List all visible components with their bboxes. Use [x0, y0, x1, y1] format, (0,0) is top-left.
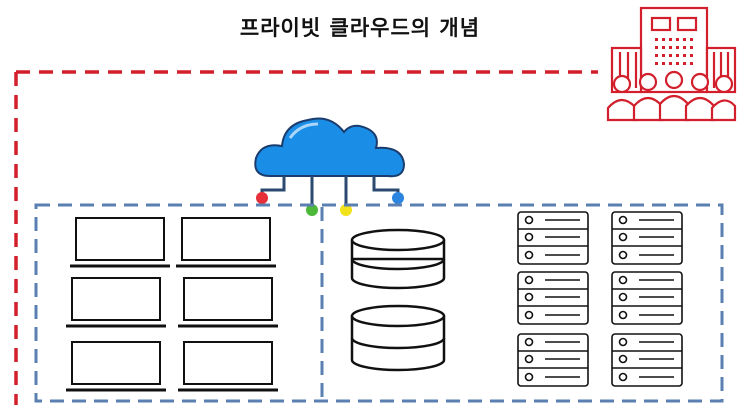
diagram-title: 프라이빗 클라우드의 개념 [239, 16, 481, 40]
database-icon [350, 304, 446, 372]
server-icon [517, 211, 589, 265]
server-icon [611, 271, 683, 325]
monitor-icon [178, 277, 278, 328]
server-icon [517, 271, 589, 325]
connector-node-blue [392, 192, 404, 204]
server-icon [517, 333, 589, 387]
server-icon [611, 211, 683, 265]
enterprise-boundary [14, 70, 598, 405]
monitor-icon [70, 217, 170, 268]
server-icon [611, 333, 683, 387]
enterprise-building-icon [606, 6, 737, 122]
connector-node-green [306, 204, 318, 216]
monitor-icon [178, 341, 278, 392]
database-icon [350, 228, 446, 290]
connector-node-red [256, 192, 268, 204]
monitor-group [66, 217, 278, 392]
cloud-icon [254, 117, 406, 178]
monitor-icon [176, 217, 276, 268]
connector-node-yellow [340, 204, 352, 216]
cloud-connectors [260, 176, 400, 206]
monitor-icon [66, 341, 166, 392]
server-group [517, 211, 683, 387]
infrastructure-boundary [34, 203, 724, 403]
monitor-icon [66, 277, 166, 328]
